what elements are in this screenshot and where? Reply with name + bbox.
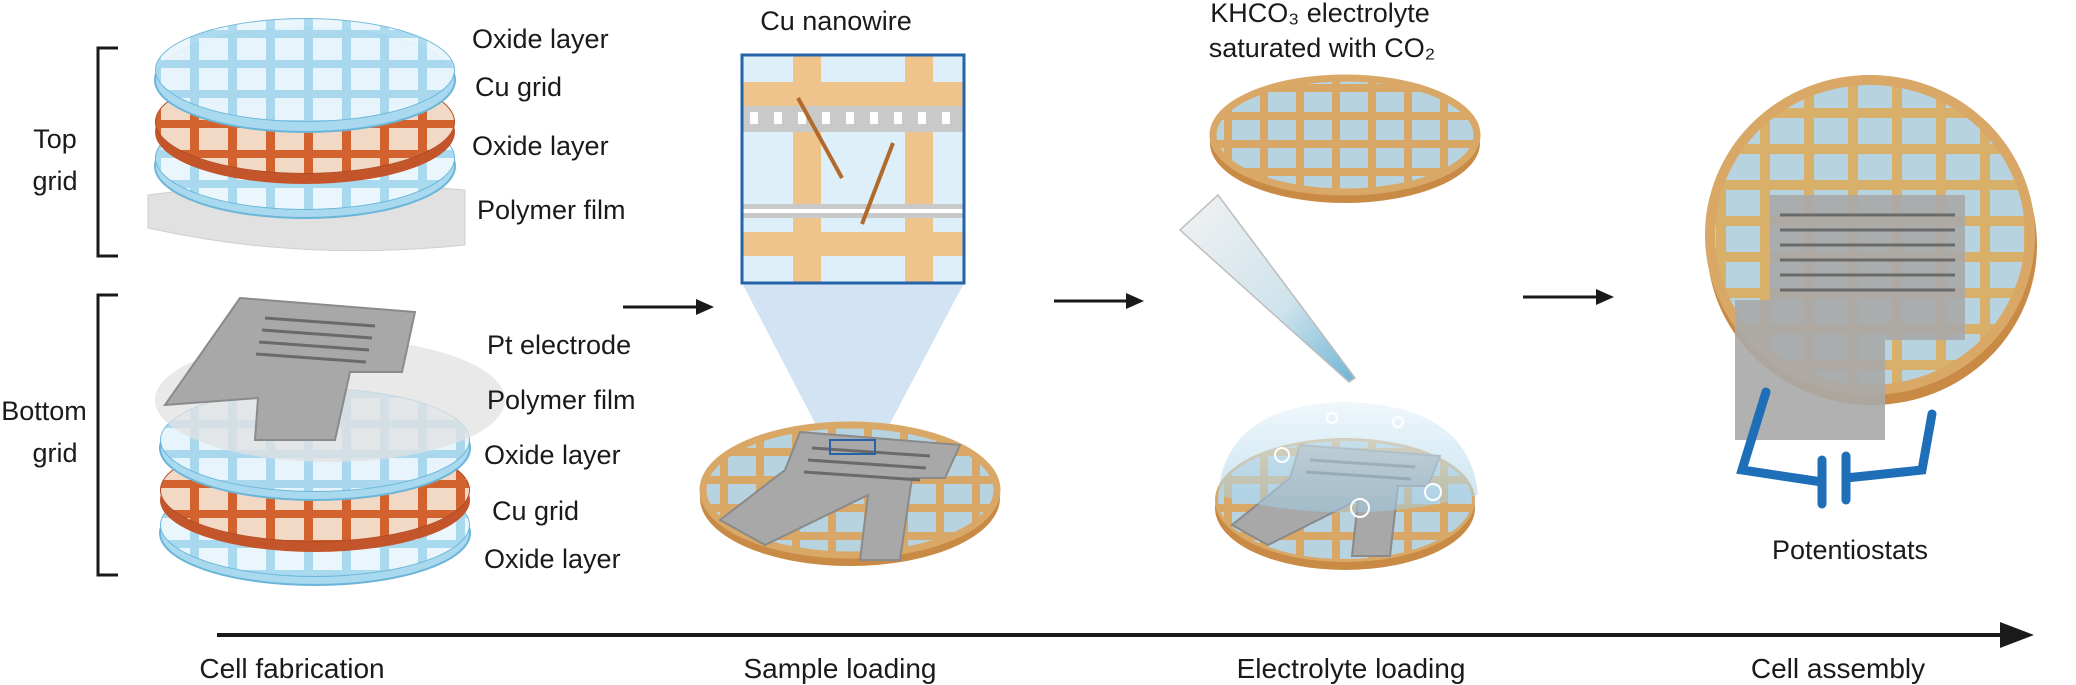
zoom-cone xyxy=(742,283,964,452)
top-grid-bracket xyxy=(96,46,118,258)
pipette-tip xyxy=(1178,193,1357,383)
nanowire-zoom-box xyxy=(742,55,964,283)
cell-assembly-group xyxy=(1705,75,2037,509)
bottom-grid-label-line2: grid xyxy=(32,438,77,468)
electrolyte-label-line1: KHCO₃ electrolyte xyxy=(1210,0,1430,28)
nanowire-1 xyxy=(796,97,844,179)
arrow-sample-to-electrolyte xyxy=(1054,293,1144,309)
bottom-label-polymer: Polymer film xyxy=(487,385,636,415)
sample-electrode xyxy=(718,430,962,561)
electrolyte-loading-group xyxy=(1178,74,1481,570)
bottom-grid-stack xyxy=(155,296,505,586)
electrolyte-top-grid xyxy=(1210,75,1480,195)
top-oxide-layer-upper xyxy=(155,18,455,122)
arrow-electrolyte-to-assembly xyxy=(1523,289,1614,305)
top-grid-stack xyxy=(147,18,466,252)
stage-sample-loading: Sample loading xyxy=(743,653,936,684)
top-label-polymer: Polymer film xyxy=(477,195,626,225)
arrow-fabrication-to-sample xyxy=(623,299,714,315)
bottom-grid-label-line1: Bottom xyxy=(1,396,87,426)
electrolyte-label-line2: saturated with CO₂ xyxy=(1209,33,1436,63)
top-grid-label-line1: Top xyxy=(33,124,77,154)
assembled-electrode xyxy=(1735,195,1965,440)
bottom-label-cu-grid: Cu grid xyxy=(492,496,579,526)
bottom-label-oxide-2: Oxide layer xyxy=(484,544,621,574)
pt-electrode-pattern xyxy=(255,316,376,364)
electrolyte-droplet xyxy=(1218,402,1478,513)
stage-cell-fabrication: Cell fabrication xyxy=(199,653,384,684)
top-label-oxide-2: Oxide layer xyxy=(472,131,609,161)
sample-loading-group xyxy=(699,53,1001,566)
nanowire-2 xyxy=(860,142,895,225)
potentiostats-label: Potentiostats xyxy=(1772,535,1928,565)
stage-electrolyte-loading: Electrolyte loading xyxy=(1237,653,1466,684)
cu-nanowire-label: Cu nanowire xyxy=(760,6,912,36)
bottom-label-pt-electrode: Pt electrode xyxy=(487,330,631,360)
pt-electrode xyxy=(162,296,417,441)
co2-bubbles xyxy=(1274,412,1442,518)
top-label-oxide-1: Oxide layer xyxy=(472,24,609,54)
stage-cell-assembly: Cell assembly xyxy=(1751,653,1925,684)
bottom-label-oxide-1: Oxide layer xyxy=(484,440,621,470)
zoom-target-box xyxy=(829,439,876,455)
top-grid-label-line2: grid xyxy=(32,166,77,196)
top-label-cu-grid: Cu grid xyxy=(475,72,562,102)
bottom-grid-bracket xyxy=(96,293,118,577)
potentiostat-circuit xyxy=(1736,387,1937,509)
process-timeline-arrow xyxy=(217,622,2034,648)
